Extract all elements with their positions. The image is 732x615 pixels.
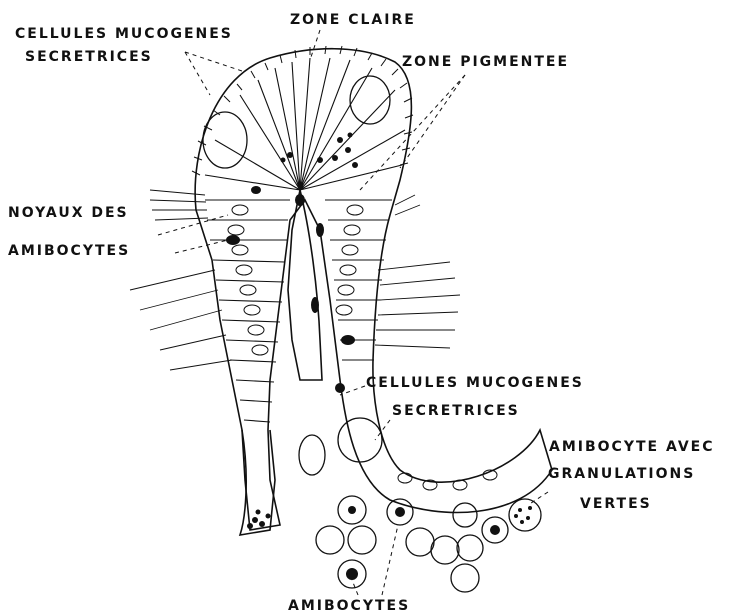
free-amibocyte-nuclei bbox=[346, 506, 532, 580]
label-amibocytes-left: AMIBOCYTES bbox=[8, 243, 130, 259]
label-cellules-mucogenes-top: CELLULES MUCOGENES bbox=[15, 26, 233, 42]
crown-cells bbox=[205, 58, 405, 190]
label-amibocyte-avec: AMIBOCYTE AVEC bbox=[549, 439, 715, 455]
label-noyaux-des: NOYAUX DES bbox=[8, 205, 129, 221]
label-zone-pigmentee: ZONE PIGMENTEE bbox=[402, 54, 569, 70]
label-granulations: GRANULATIONS bbox=[548, 466, 695, 482]
label-zone-claire: ZONE CLAIRE bbox=[290, 12, 416, 28]
label-cellules-mucogenes-mid: CELLULES MUCOGENES bbox=[366, 375, 584, 391]
label-secretrices-mid: SECRETRICES bbox=[392, 403, 520, 419]
label-vertes: VERTES bbox=[580, 496, 652, 512]
mucous-cell-left bbox=[203, 112, 247, 168]
lumen bbox=[288, 190, 322, 380]
amibocyte-nuclei-in-tissue bbox=[226, 186, 355, 393]
label-amibocytes-bottom: AMIBOCYTES bbox=[288, 598, 410, 614]
green-granule-amibocyte bbox=[509, 499, 541, 531]
label-secretrices-top: SECRETRICES bbox=[25, 49, 153, 65]
